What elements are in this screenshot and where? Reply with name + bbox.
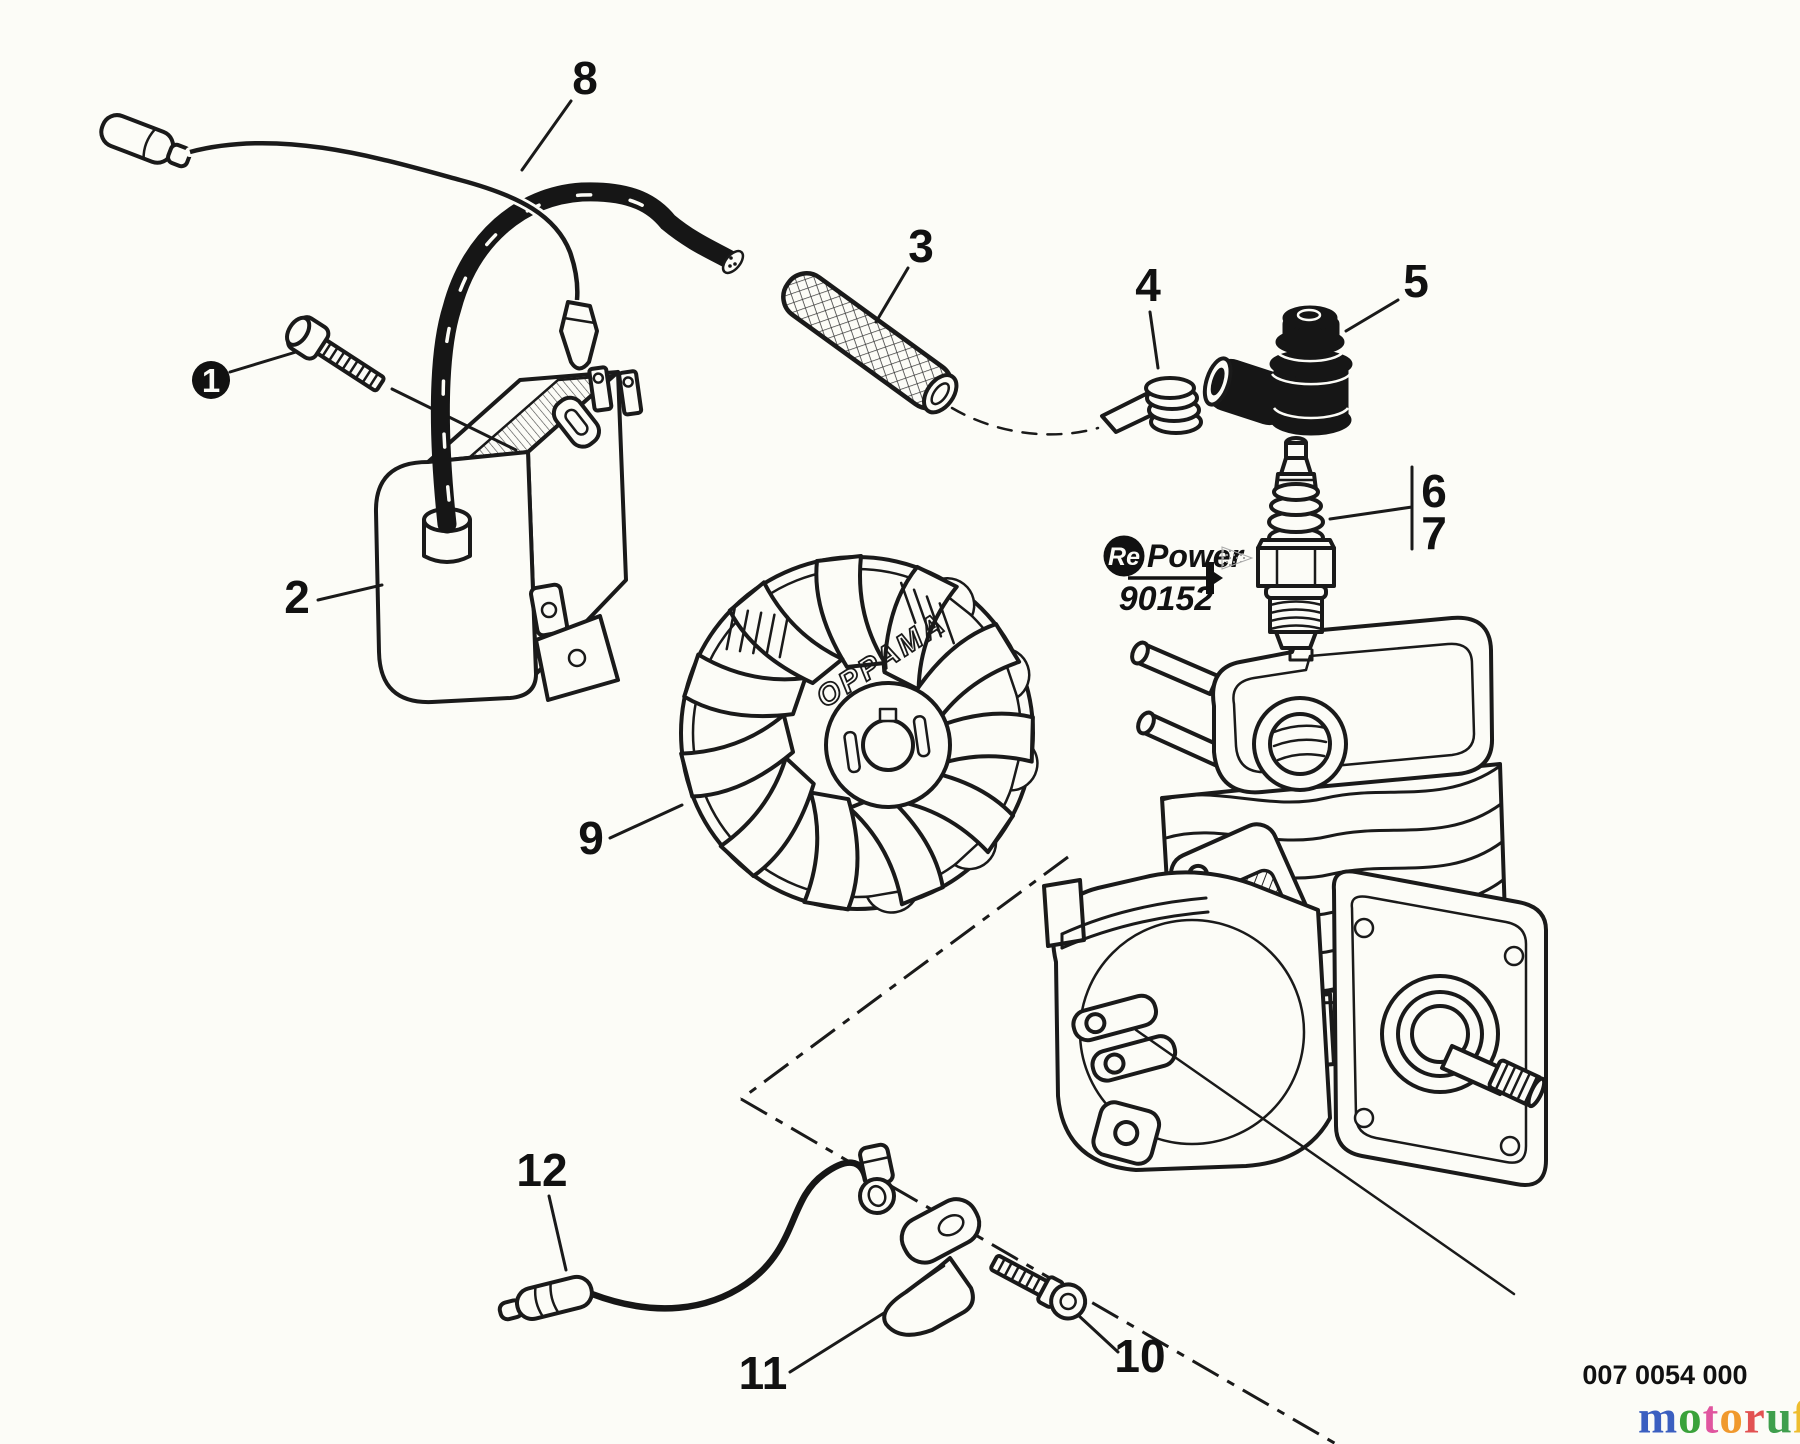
callout-1: 1 [202, 362, 220, 399]
coil-mount-tabs [529, 582, 620, 702]
engine-shortblock-drawing [1042, 615, 1548, 1296]
flywheel-hub [824, 681, 952, 809]
callout-3: 3 [908, 220, 934, 272]
callout-9: 9 [578, 812, 604, 864]
callout-1-badge [192, 361, 230, 399]
repower-label: Re Power 90152 [1103, 535, 1254, 618]
repower-re-text: Re [1108, 543, 1140, 571]
carb-bosses [1071, 993, 1178, 1083]
callout-12: 12 [516, 1144, 567, 1196]
spark-plug-lead-drawing [99, 113, 745, 534]
callout-2: 2 [284, 571, 310, 623]
callout-6: 6 [1421, 465, 1447, 517]
callout-4: 4 [1135, 259, 1161, 311]
plug-boot-drawing [1202, 305, 1353, 436]
lead-terminal [99, 113, 193, 169]
callout-10: 10 [1114, 1330, 1165, 1382]
spark-plug-hole [1252, 696, 1348, 792]
leader-1a [228, 350, 298, 374]
screw-1-drawing [285, 315, 386, 393]
lead-connector-cap [559, 300, 599, 371]
ignition-coil-drawing [373, 365, 644, 705]
repower-arrow-icon [1221, 546, 1254, 570]
protector-tube-drawing [781, 271, 959, 415]
diagram-code: 007 0054 000 [1582, 1360, 1747, 1390]
coil-strap [551, 395, 602, 449]
ground-wire-drawing [497, 1142, 896, 1322]
screw-10-drawing [989, 1254, 1088, 1321]
callout-5: 5 [1403, 255, 1429, 307]
callout-8: 8 [572, 52, 598, 104]
mount-lug [1091, 1100, 1162, 1166]
tube-routing-dashes [950, 406, 1100, 436]
callout-11: 11 [739, 1347, 788, 1399]
crankshaft [1380, 974, 1547, 1109]
bracket-drawing [882, 1197, 982, 1337]
watermark-text: motoruf [1638, 1391, 1800, 1444]
vent-slots [725, 607, 789, 659]
leader-1b [390, 387, 518, 452]
spark-plug-drawing [1256, 436, 1336, 662]
cylinder-studs [1130, 640, 1236, 772]
watermark: motoruf’.de [1638, 1388, 1800, 1444]
coil-terminal-tabs [587, 365, 644, 417]
callout-leaders [316, 99, 1414, 1374]
repower-code-text: 90152 [1119, 580, 1214, 618]
spring-drawing [1100, 376, 1203, 435]
flywheel-drawing: OPPAMA [679, 554, 1039, 914]
repower-logo-circle [1103, 535, 1145, 577]
plane-axis-lines [740, 855, 1337, 1444]
callout-7: 7 [1421, 507, 1447, 559]
